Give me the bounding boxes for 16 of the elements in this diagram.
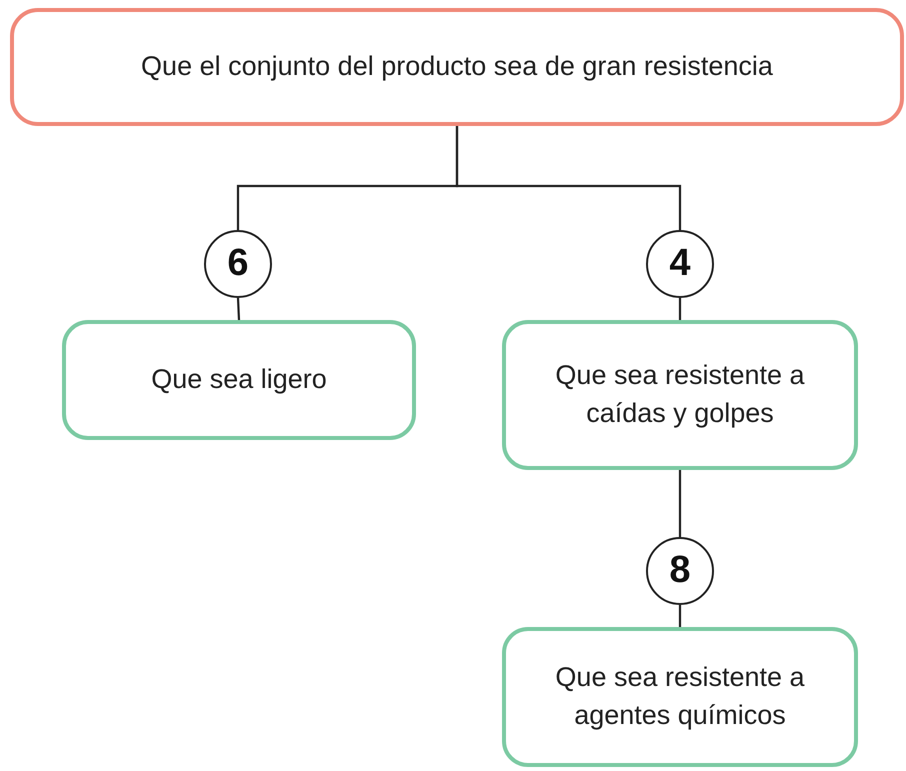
priority-number: 4 xyxy=(669,241,691,286)
connector-line xyxy=(678,605,682,627)
goal-text: Que el conjunto del producto sea de gran resistencia xyxy=(141,50,773,84)
requirement-text: Que sea resistente a agentes químicos xyxy=(554,661,806,732)
requirement-box xyxy=(62,320,416,440)
priority-number: 8 xyxy=(669,548,691,594)
connector-line xyxy=(236,298,240,320)
connector-line xyxy=(678,298,682,320)
goal-box xyxy=(10,8,904,126)
connector-line xyxy=(456,126,682,230)
requirement-text: Que sea resistente a caídas y golpes xyxy=(554,359,806,430)
priority-number: 6 xyxy=(227,241,249,286)
requirement-box xyxy=(502,627,858,767)
requirement-box xyxy=(502,320,858,470)
requirement-text: Que sea ligero xyxy=(151,363,327,396)
connector-line xyxy=(678,470,682,537)
